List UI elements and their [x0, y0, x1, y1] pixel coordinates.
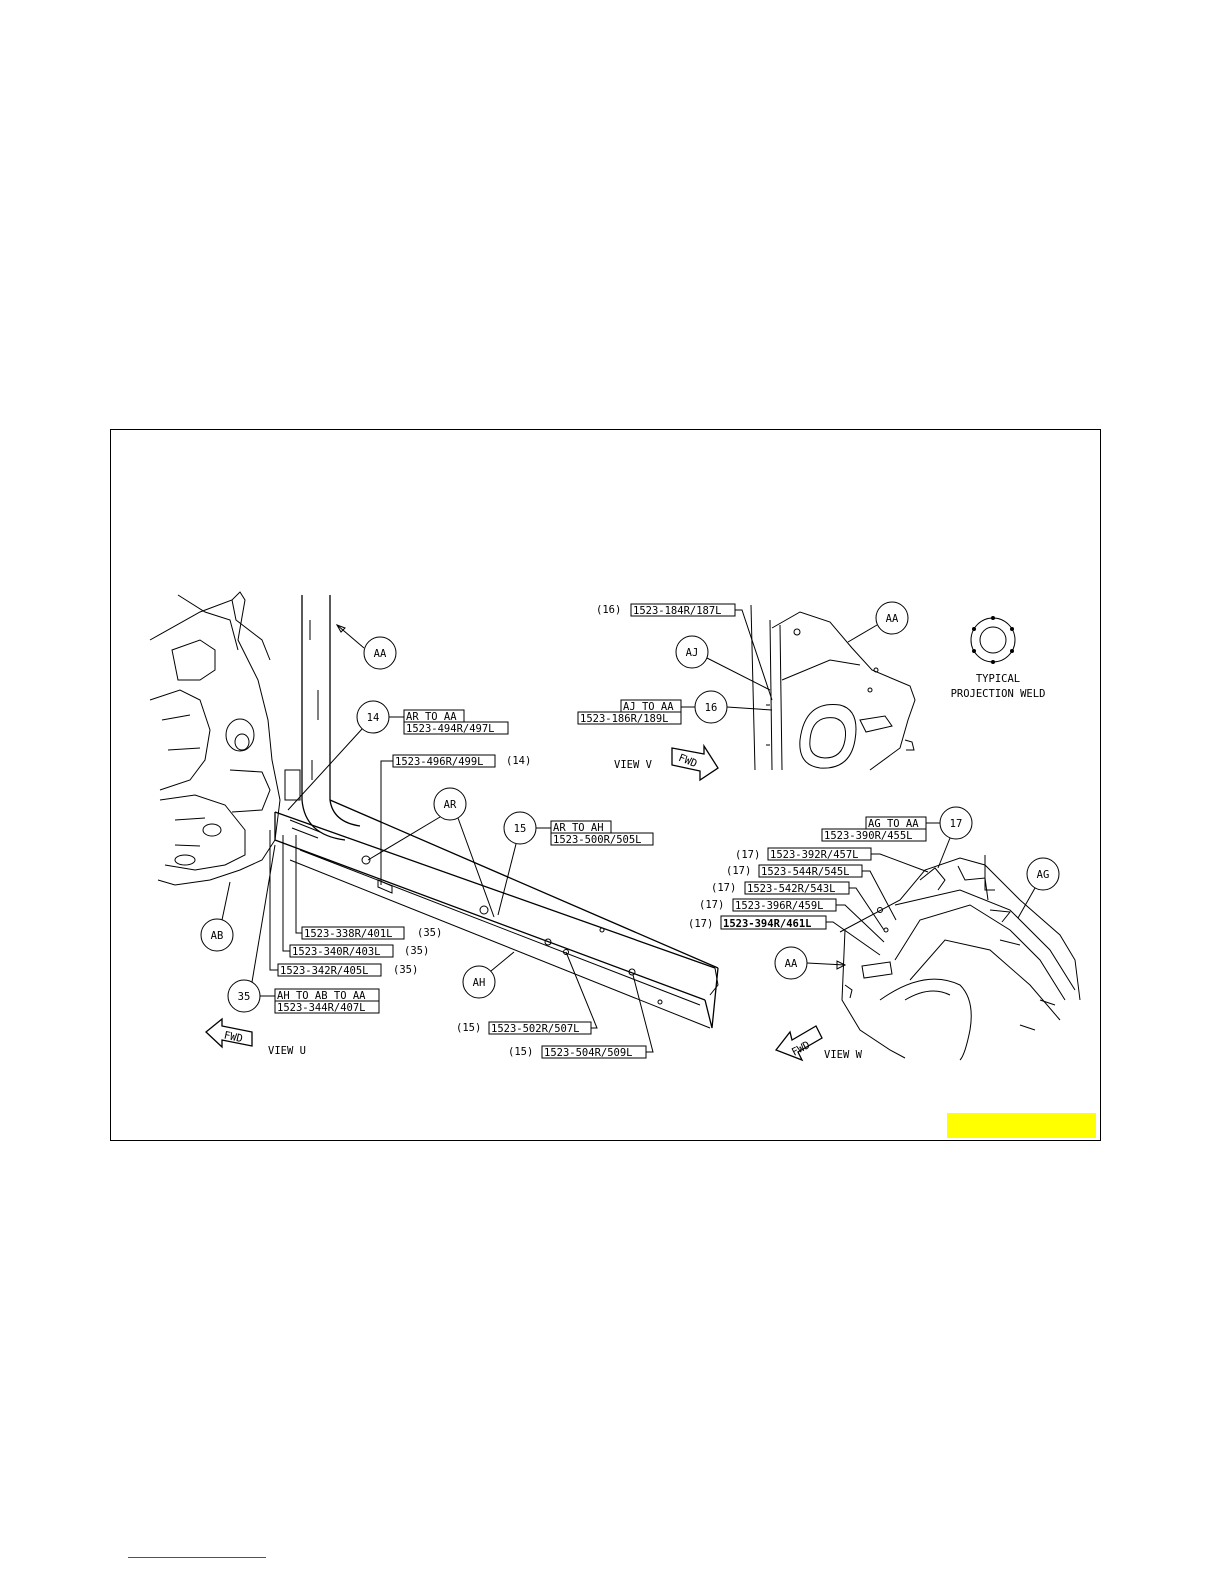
label-aj-to-aa: AJ TO AA	[623, 701, 674, 713]
part-number-504: 1523-504R/509L	[544, 1047, 633, 1059]
fwd-arrow-v: FWD	[671, 743, 719, 782]
weld-note-line2: PROJECTION WELD	[951, 688, 1046, 700]
ref-17-b: (17)	[726, 865, 751, 877]
part-number-184: 1523-184R/187L	[633, 605, 722, 617]
part-number-338: 1523-338R/401L	[304, 928, 393, 940]
callout-bubble-17	[939, 806, 973, 840]
part-number-542: 1523-542R/543L	[747, 883, 836, 895]
label-box-390	[821, 828, 927, 842]
part-bubble-ah	[462, 965, 496, 999]
part-number-500: 1523-500R/505L	[553, 834, 642, 846]
part-number-544: 1523-544R/545L	[761, 866, 850, 878]
view-u-label: VIEW U	[268, 1045, 306, 1057]
part-label-ag: AG	[1037, 869, 1050, 881]
part-bubble-ab	[200, 918, 234, 952]
view-u-callouts: AA 14 AR TO AA 1523-494R/497L 1523-496R/…	[200, 624, 654, 1059]
highlight-marker	[947, 1113, 1096, 1138]
part-number-344: 1523-344R/407L	[277, 1002, 366, 1014]
part-label-aa-v: AA	[886, 613, 899, 625]
part-label-ar: AR	[444, 799, 457, 811]
view-v-drawing	[750, 604, 916, 771]
view-w-label: VIEW W	[824, 1049, 863, 1061]
label-box-344	[274, 1000, 380, 1014]
part-number-342: 1523-342R/405L	[280, 965, 369, 977]
callout-16: 16	[705, 702, 718, 714]
fwd-arrow-u: FWD	[205, 1017, 253, 1049]
ref-17-c: (17)	[711, 882, 736, 894]
part-bubble-aj	[675, 635, 709, 669]
part-label-aj: AJ	[686, 647, 699, 659]
part-number-186: 1523-186R/189L	[580, 713, 669, 725]
part-bubble-aa-u	[363, 636, 397, 670]
label-ar-to-aa: AR TO AA	[406, 711, 457, 723]
part-number-396: 1523-396R/459L	[735, 900, 824, 912]
view-u-drawing	[149, 591, 719, 1029]
view-v-callouts: (16) 1523-184R/187L AJ AA 16 AJ TO AA 15…	[577, 601, 1046, 782]
callout-17: 17	[950, 818, 963, 830]
part-label-aa-u: AA	[374, 648, 387, 660]
part-label-aa-w: AA	[785, 958, 798, 970]
callout-35: 35	[238, 991, 251, 1003]
view-v-label: VIEW V	[614, 759, 653, 771]
fwd-arrow-w: FWD	[774, 1025, 823, 1062]
part-bubble-ag	[1026, 857, 1060, 891]
label-ah-to-ab-to-aa: AH TO AB TO AA	[277, 990, 366, 1002]
label-box-186	[577, 711, 682, 725]
part-label-ab: AB	[211, 930, 224, 942]
label-box-494	[403, 721, 509, 735]
ref-17-e: (17)	[688, 918, 713, 930]
label-ag-to-aa: AG TO AA	[868, 818, 919, 830]
footer-link-underline[interactable]	[128, 1557, 266, 1558]
projection-weld-icon	[970, 616, 1016, 664]
ref-17-d: (17)	[699, 899, 724, 911]
fwd-label-u: FWD	[223, 1029, 244, 1045]
part-number-390: 1523-390R/455L	[824, 830, 913, 842]
part-number-392: 1523-392R/457L	[770, 849, 859, 861]
part-number-496: 1523-496R/499L	[395, 756, 484, 768]
part-label-ah: AH	[473, 977, 486, 989]
label-box-500	[550, 832, 654, 846]
fwd-label-w: FWD	[790, 1039, 812, 1059]
ref-14: (14)	[506, 755, 531, 767]
part-number-502: 1523-502R/507L	[491, 1023, 580, 1035]
fwd-label-v: FWD	[677, 752, 699, 770]
part-bubble-ar	[433, 787, 467, 821]
ref-35-b: (35)	[404, 945, 429, 957]
callout-14: 14	[367, 712, 380, 724]
label-ar-to-ah: AR TO AH	[553, 822, 604, 834]
part-number-340: 1523-340R/403L	[292, 946, 381, 958]
figure-frame	[110, 429, 1101, 1141]
part-bubble-aa-v	[875, 601, 909, 635]
part-number-494: 1523-494R/497L	[406, 723, 495, 735]
weld-note-line1: TYPICAL	[976, 673, 1020, 685]
ref-35-c: (35)	[393, 964, 418, 976]
callout-15: 15	[514, 823, 527, 835]
ref-15-b: (15)	[508, 1046, 533, 1058]
ref-17-a: (17)	[735, 849, 760, 861]
ref-16: (16)	[596, 604, 621, 616]
ref-15-a: (15)	[456, 1022, 481, 1034]
view-w-drawing	[839, 855, 1081, 1061]
view-w-callouts: AG TO AA 1523-390R/455L 17 (17) 1523-392…	[688, 806, 1060, 1062]
part-number-394: 1523-394R/461L	[723, 918, 812, 930]
ref-35-a: (35)	[417, 927, 442, 939]
